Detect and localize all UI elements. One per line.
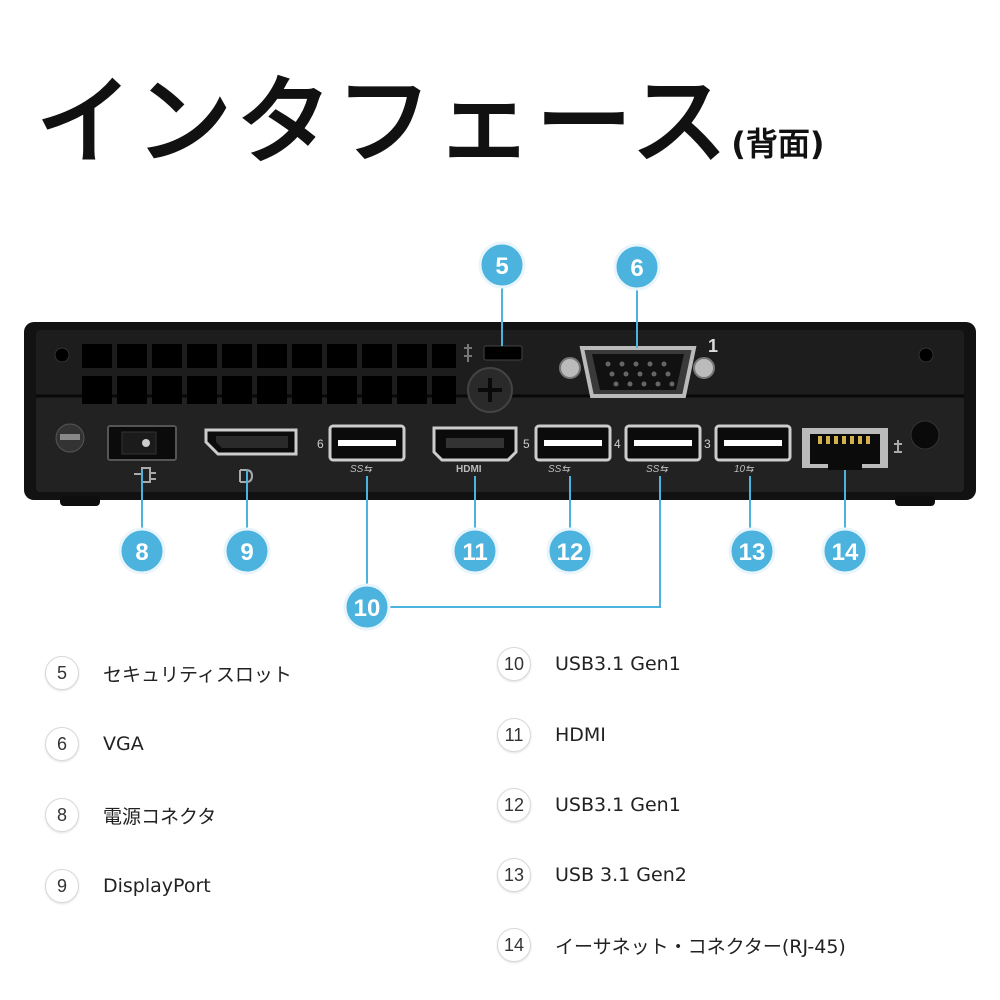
- svg-text:11: 11: [462, 539, 487, 566]
- usb-port-4: [624, 424, 702, 462]
- legend-label: USB 3.1 Gen2: [555, 864, 687, 886]
- legend-item: 12 USB3.1 Gen1: [497, 786, 681, 824]
- port-number-3: 3: [704, 437, 711, 451]
- usb-port-5: [534, 424, 612, 462]
- legend-item: 13 USB 3.1 Gen2: [497, 856, 687, 894]
- leader-lines: [141, 280, 846, 608]
- port-number-6: 6: [317, 437, 324, 451]
- port-number-5: 5: [523, 437, 530, 451]
- legend-label: HDMI: [555, 724, 606, 746]
- callout-13: 13: [728, 527, 776, 575]
- legend-number: 6: [45, 727, 79, 761]
- vga-port-number: 1: [708, 336, 718, 356]
- legend-label: USB3.1 Gen1: [555, 794, 681, 816]
- screw-hole-right: [918, 347, 934, 363]
- legend-label: USB3.1 Gen1: [555, 653, 681, 675]
- legend-number: 12: [497, 788, 531, 822]
- legend-item: 9 DisplayPort: [45, 867, 211, 905]
- svg-text:13: 13: [739, 539, 766, 566]
- title-main: インタフェース: [36, 66, 732, 178]
- legend-item: 6 VGA: [45, 725, 144, 763]
- callout-5: 5: [478, 241, 526, 289]
- ethernet-port: [802, 428, 902, 470]
- legend-label: DisplayPort: [103, 875, 211, 897]
- svg-text:14: 14: [832, 539, 859, 566]
- usb-mark-5: SS⇆: [548, 464, 571, 475]
- page-title: インタフェース(背面): [36, 44, 824, 183]
- rear-panel-figure: 1 6 5 4 3 SS⇆ HDMI SS⇆ SS⇆ 10⇆ 5 6 8: [24, 241, 976, 631]
- callout-11: 11: [451, 527, 499, 575]
- security-slot: [483, 345, 523, 361]
- callout-12: 12: [546, 527, 594, 575]
- callout-9: 9: [223, 527, 271, 575]
- callout-10: 10: [343, 583, 391, 631]
- legend-number: 11: [497, 718, 531, 752]
- hdmi-port: [432, 426, 518, 462]
- power-connector: [107, 425, 177, 483]
- svg-text:8: 8: [135, 539, 148, 566]
- svg-text:9: 9: [240, 539, 253, 566]
- antenna-plug: [910, 420, 940, 450]
- legend-label: イーサネット・コネクター(RJ-45): [555, 935, 846, 958]
- callout-14: 14: [821, 527, 869, 575]
- legend-item: 11 HDMI: [497, 716, 606, 754]
- kensington-lock: [55, 423, 85, 453]
- legend-item: 8 電源コネクタ: [45, 796, 216, 834]
- legend-number: 14: [497, 928, 531, 962]
- legend-number: 13: [497, 858, 531, 892]
- lock-icon: [464, 344, 472, 362]
- legend-label: VGA: [103, 733, 144, 755]
- legend-item: 14 イーサネット・コネクター(RJ-45): [497, 926, 846, 964]
- usb-mark-4: SS⇆: [646, 464, 669, 475]
- svg-text:6: 6: [630, 255, 643, 282]
- svg-text:5: 5: [495, 253, 508, 280]
- usb-mark-6: SS⇆: [350, 464, 373, 475]
- svg-text:10: 10: [354, 595, 381, 622]
- usb-port-3: [714, 424, 792, 462]
- legend-number: 8: [45, 798, 79, 832]
- displayport-port: [204, 428, 298, 483]
- svg-text:12: 12: [557, 539, 584, 566]
- legend-label: 電源コネクタ: [103, 805, 217, 828]
- hdmi-mark: HDMI: [456, 464, 482, 475]
- legend-number: 10: [497, 647, 531, 681]
- screw-hole-left: [54, 347, 70, 363]
- vga-port: [559, 346, 715, 398]
- callout-6: 6: [613, 243, 661, 291]
- callout-8: 8: [118, 527, 166, 575]
- port-number-4: 4: [614, 437, 621, 451]
- title-sub: (背面): [731, 125, 825, 163]
- legend-label: セキュリティスロット: [103, 663, 292, 686]
- legend-number: 9: [45, 869, 79, 903]
- usb-port-6: [328, 424, 406, 462]
- legend-item: 10 USB3.1 Gen1: [497, 645, 681, 683]
- legend-item: 5 セキュリティスロット: [45, 654, 292, 692]
- vent-grille: [82, 344, 456, 404]
- usb-mark-3: 10⇆: [734, 464, 755, 475]
- legend-number: 5: [45, 656, 79, 690]
